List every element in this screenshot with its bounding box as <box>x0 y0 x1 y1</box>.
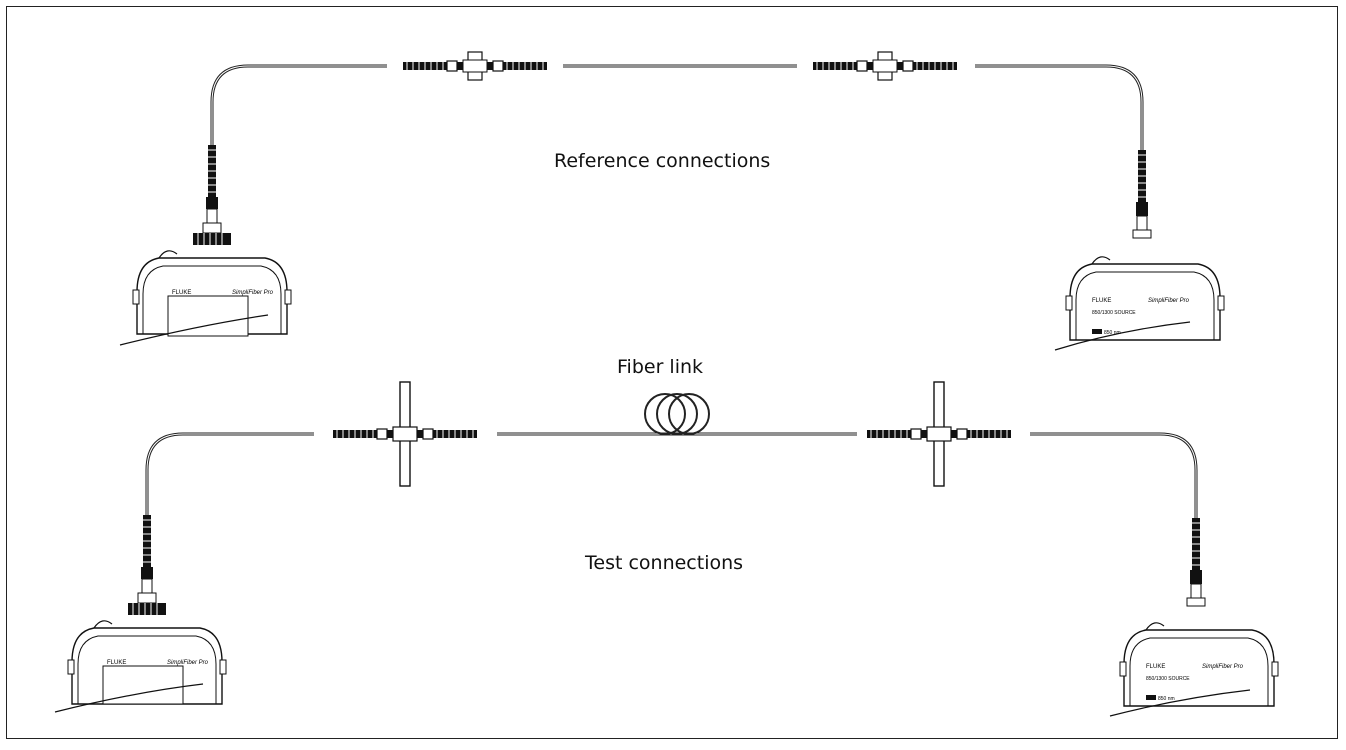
test-left-vertical-connector <box>128 514 166 615</box>
reference-power-meter: FLUKE SimpliFiber Pro <box>119 250 292 346</box>
reference-meter-brand: FLUKE <box>172 290 191 296</box>
test-source-wavelength: 850 nm <box>1158 696 1175 702</box>
test-light-source: FLUKE SimpliFiber Pro 850/1300 SOURCE 85… <box>1109 622 1279 717</box>
test-right-vertical-connector <box>1186 517 1206 607</box>
reference-cable-inner <box>211 65 1143 150</box>
test-power-meter: FLUKE SimpliFiber Pro <box>54 620 227 713</box>
test-connections-label: Test connections <box>585 552 744 574</box>
reference-source-model: 850/1300 SOURCE <box>1092 310 1136 316</box>
fiber-link-spool-icon <box>644 393 710 435</box>
reference-source-wavelength: 850 nm <box>1104 330 1121 336</box>
test-cable-inner <box>146 433 1197 518</box>
reference-connections-label: Reference connections <box>554 150 771 172</box>
reference-adapter-right <box>813 51 957 81</box>
reference-source-brand: FLUKE <box>1092 298 1111 304</box>
test-patch-panel-left <box>333 381 477 487</box>
reference-light-source: FLUKE SimpliFiber Pro 850/1300 SOURCE 85… <box>1054 256 1225 351</box>
diagram-frame <box>6 6 1338 739</box>
reference-left-vertical-connector <box>193 144 231 245</box>
test-source-product: SimpliFiber Pro <box>1202 664 1244 670</box>
reference-adapter-left <box>403 51 547 81</box>
test-source-model: 850/1300 SOURCE <box>1146 676 1190 682</box>
test-meter-product: SimpliFiber Pro <box>167 660 209 666</box>
fiber-link-label: Fiber link <box>617 356 704 378</box>
test-source-brand: FLUKE <box>1146 664 1165 670</box>
reference-source-product: SimpliFiber Pro <box>1148 298 1190 304</box>
test-cable-path <box>145 432 1198 518</box>
test-meter-brand: FLUKE <box>107 660 126 666</box>
test-patch-panel-right <box>867 381 1011 487</box>
reference-right-vertical-connector <box>1132 149 1152 239</box>
reference-meter-product: SimpliFiber Pro <box>232 290 274 296</box>
reference-cable-path <box>210 64 1144 150</box>
